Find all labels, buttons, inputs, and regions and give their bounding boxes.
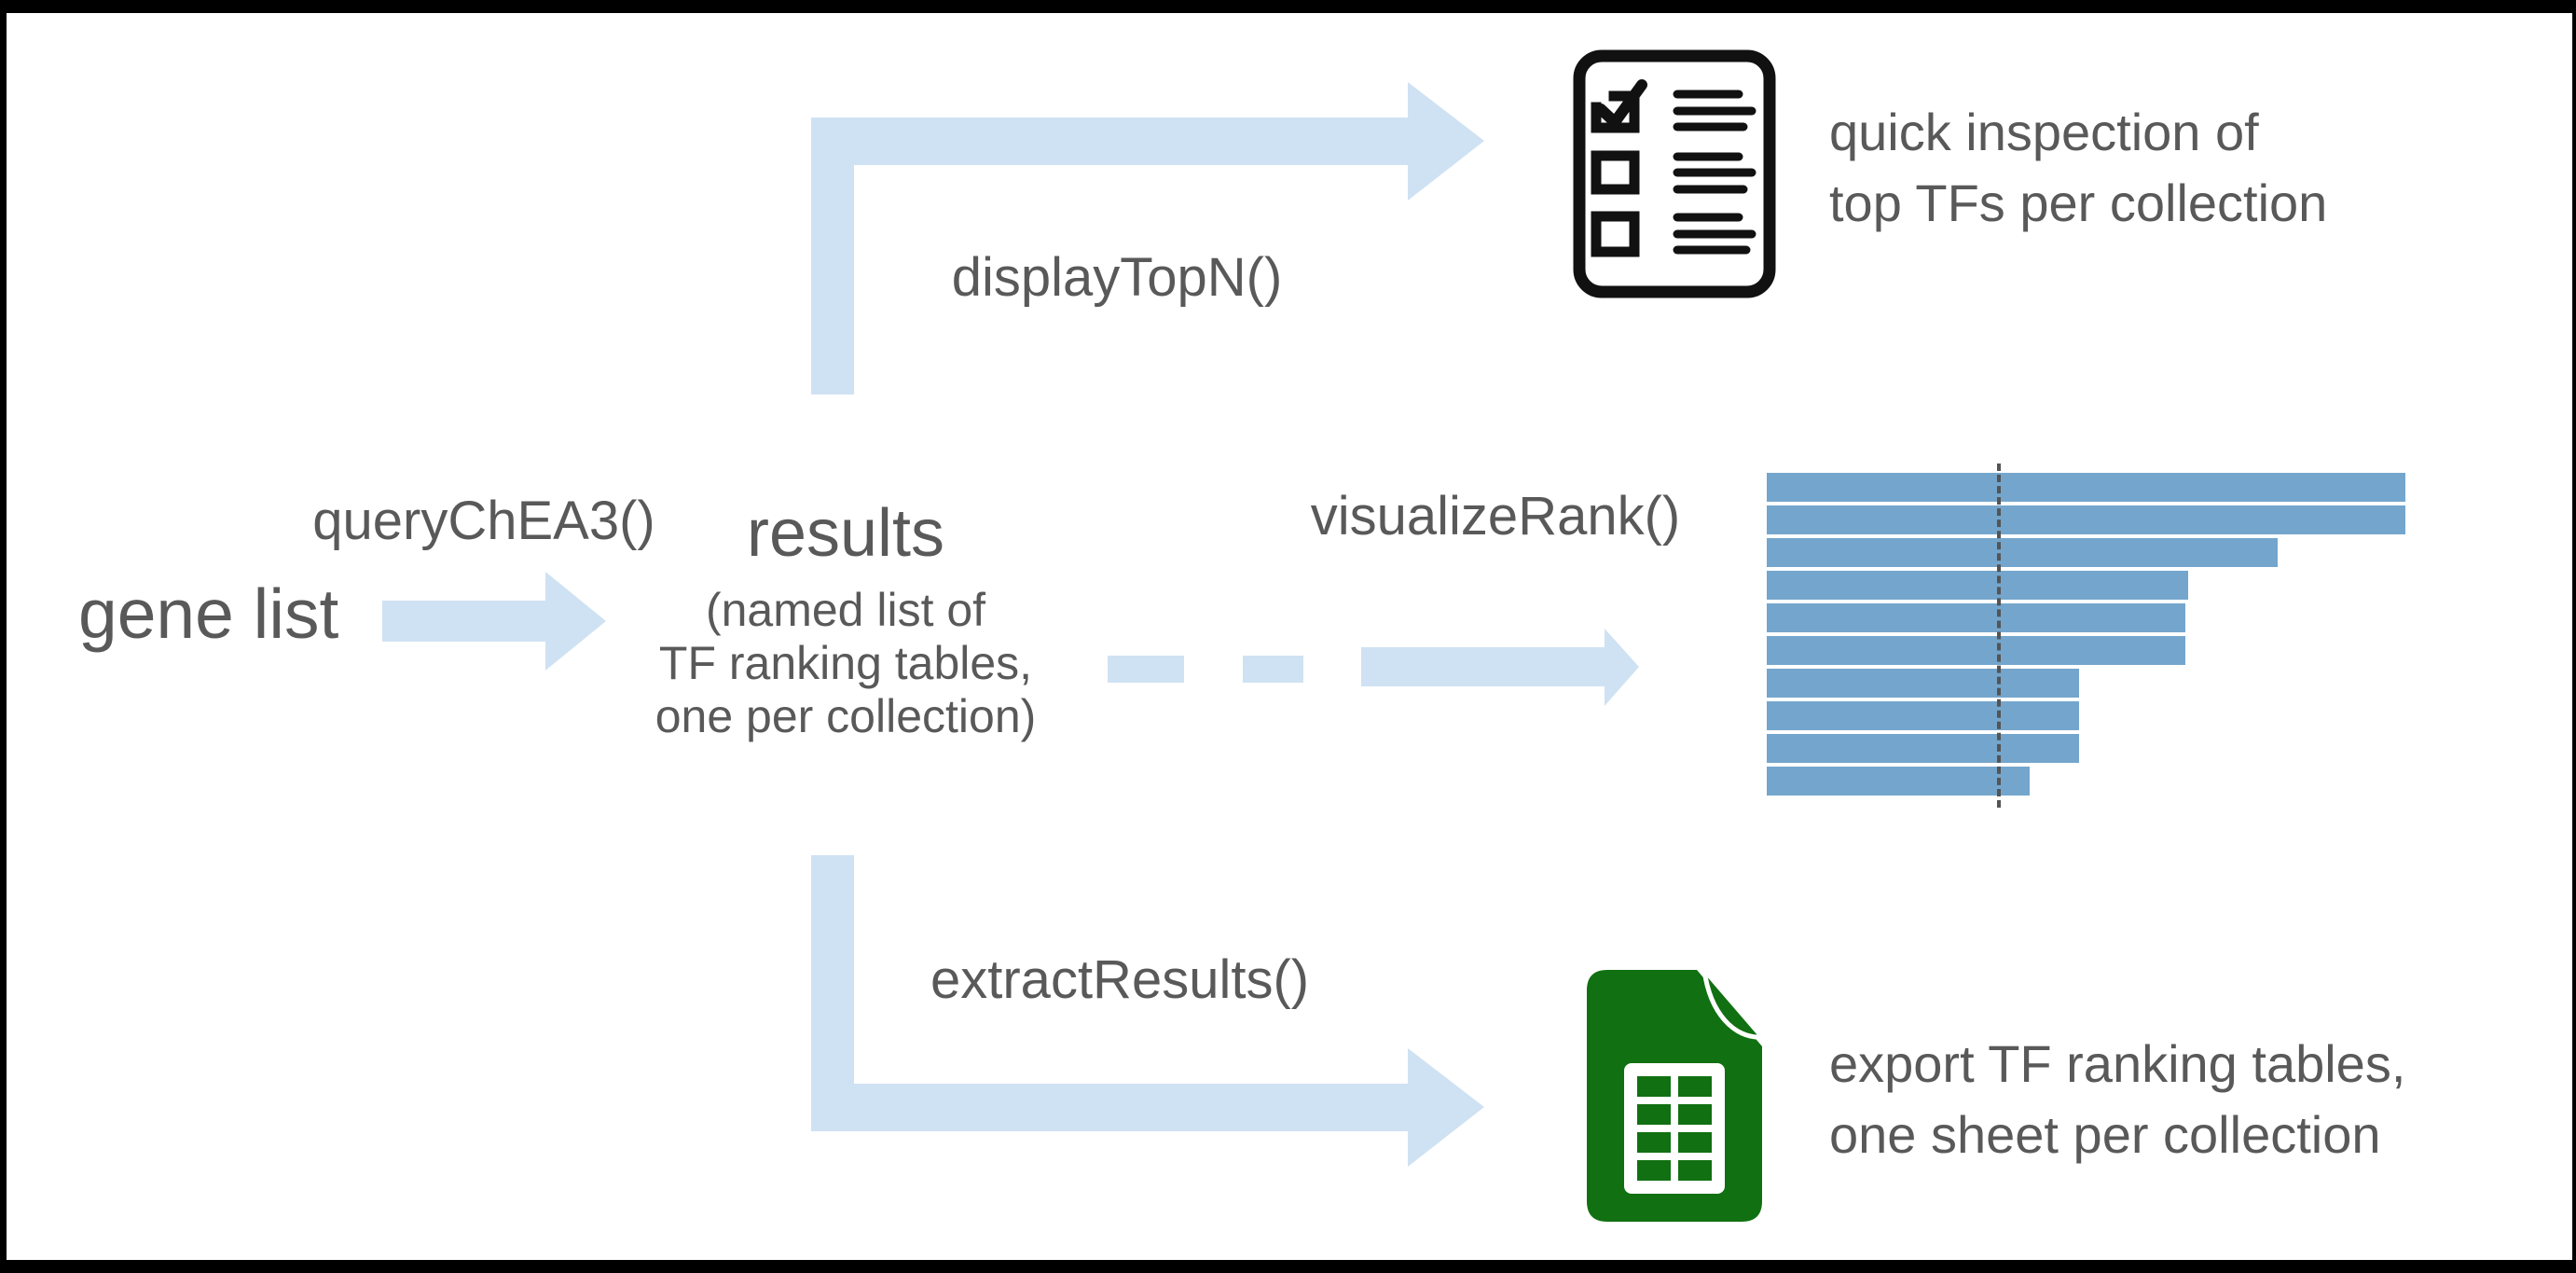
arrow-results-to-inspection — [811, 82, 1484, 394]
rank-bar — [1767, 538, 2278, 567]
checklist-row-2 — [1591, 150, 1756, 195]
results-node-title: results — [746, 496, 945, 571]
results-subtitle-line3: one per collection) — [654, 690, 1037, 742]
inspection-caption-line2: top TFs per collection — [1829, 173, 2328, 232]
inspection-caption-line1: quick inspection of — [1829, 103, 2259, 161]
rank-bar — [1767, 636, 2185, 665]
arrow-gene-to-results — [382, 572, 606, 671]
checklist-icon — [1573, 49, 1776, 298]
checklist-row-3 — [1591, 211, 1756, 257]
spreadsheet-icon — [1587, 970, 1762, 1222]
rank-bar — [1767, 767, 2030, 796]
visualize-rank-function-label: visualizeRank() — [1310, 486, 1681, 547]
rank-bar — [1767, 603, 2185, 632]
checklist-row-checked — [1591, 79, 1756, 133]
letterbox-top — [0, 0, 2576, 13]
display-topn-function-label: displayTopN() — [951, 247, 1283, 308]
rank-bar — [1767, 734, 2079, 763]
query-chea3-function-label: queryChEA3() — [312, 491, 655, 551]
export-caption-line1: export TF ranking tables, — [1829, 1034, 2406, 1093]
export-caption: export TF ranking tables, one sheet per … — [1829, 1029, 2405, 1170]
letterbox-left — [0, 0, 7, 1273]
rank-bar — [1767, 701, 2079, 730]
export-caption-line2: one sheet per collection — [1829, 1105, 2381, 1164]
gene-list-node: gene list — [78, 574, 339, 653]
inspection-caption: quick inspection of top TFs per collecti… — [1829, 97, 2327, 239]
rank-bar — [1767, 505, 2405, 534]
results-node-subtitle: (named list of TF ranking tables, one pe… — [613, 584, 1079, 743]
extract-results-function-label: extractResults() — [930, 949, 1310, 1010]
arrow-results-to-chart-dashed — [1108, 629, 1639, 706]
rank-bar — [1767, 669, 2079, 698]
spreadsheet-fold — [1701, 970, 1762, 1040]
spreadsheet-cells — [1637, 1076, 1712, 1181]
arrow-results-to-export — [811, 855, 1484, 1167]
tf-rank-barplot — [1767, 473, 2410, 799]
letterbox-right — [2572, 0, 2576, 1273]
rank-bar — [1767, 571, 2188, 600]
rank-bar — [1767, 473, 2405, 502]
chart-reference-dashed-line — [1996, 464, 2001, 808]
results-subtitle-line2: TF ranking tables, — [658, 637, 1033, 689]
letterbox-bottom — [0, 1260, 2576, 1273]
results-subtitle-line1: (named list of — [705, 584, 986, 636]
